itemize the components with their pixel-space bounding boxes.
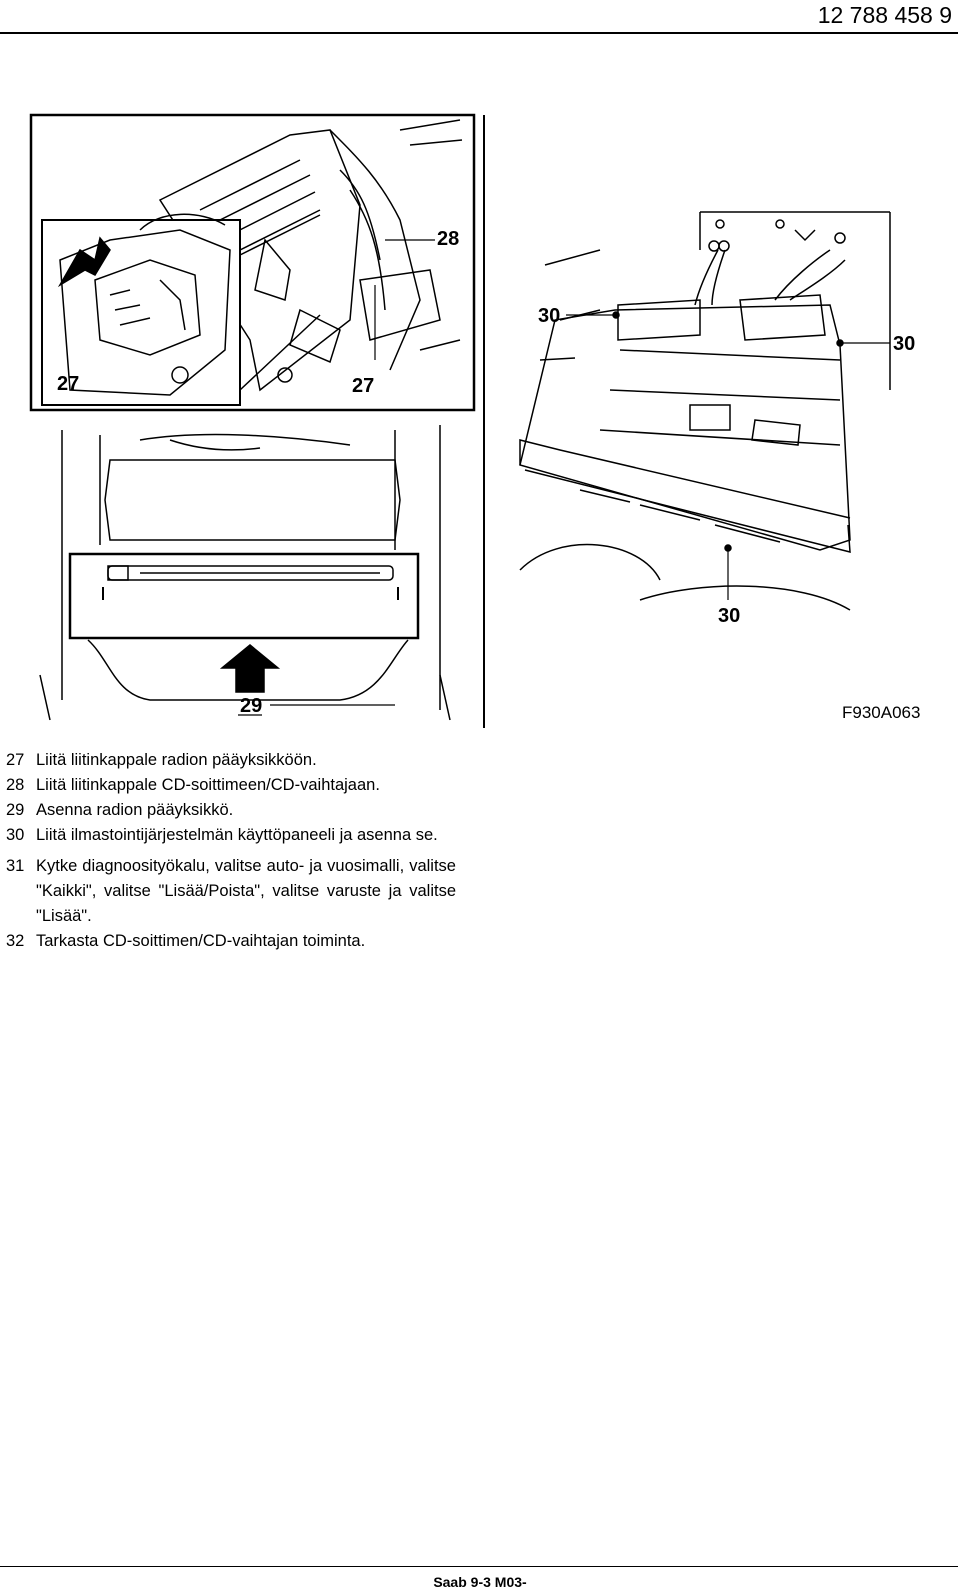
step-32: 32 Tarkasta CD-soittimen/CD-vaihtajan to… [6, 929, 456, 954]
step-number: 32 [6, 932, 25, 950]
callout-27-inset: 27 [57, 373, 79, 395]
step-28: 28 Liitä liitinkappale CD-soittimeen/CD-… [6, 773, 456, 798]
figure-code: F930A063 [842, 703, 920, 722]
step-number: 28 [6, 776, 25, 794]
cd-unit-panel [39, 425, 451, 721]
vehicle-model: Saab 9-3 M03- [433, 1574, 527, 1590]
instruction-steps: 27 Liitä liitinkappale radion pääyksikkö… [6, 748, 456, 954]
step-number: 31 [6, 857, 25, 875]
radio-connector-panel [29, 113, 476, 412]
step-27: 27 Liitä liitinkappale radion pääyksikkö… [6, 748, 456, 773]
climate-panel-illustration [519, 211, 891, 611]
callout-30-bottom: 30 [718, 605, 740, 627]
document-number: 12 788 458 9 [817, 2, 952, 28]
step-31: 31 Kytke diagnoosityökalu, valitse auto-… [6, 854, 456, 929]
callout-30-left: 30 [538, 305, 560, 327]
step-text: Liitä ilmastointijärjestelmän käyttöpane… [36, 826, 438, 844]
callout-28: 28 [437, 228, 459, 250]
step-text: Tarkasta CD-soittimen/CD-vaihtajan toimi… [36, 932, 366, 950]
step-text: Kytke diagnoosityökalu, valitse auto- ja… [36, 857, 456, 925]
step-number: 27 [6, 751, 25, 769]
callout-29: 29 [240, 695, 262, 717]
figure-illustration: 27 27 28 29 30 30 30 F930A063 [29, 113, 920, 728]
page-footer: Saab 9-3 M03- [0, 1566, 960, 1592]
footer-rule [0, 1566, 958, 1567]
step-30: 30 Liitä ilmastointijärjestelmän käyttöp… [6, 823, 456, 848]
step-text: Liitä liitinkappale radion pääyksikköön. [36, 751, 317, 769]
header-rule [0, 32, 958, 34]
callout-27-main: 27 [352, 375, 374, 397]
installation-figure: 27 27 28 29 30 30 30 F930A063 [0, 100, 960, 740]
step-text: Liitä liitinkappale CD-soittimeen/CD-vai… [36, 776, 380, 794]
page-header: 12 788 458 9 [0, 0, 960, 34]
step-text: Asenna radion pääyksikkö. [36, 801, 234, 819]
step-number: 29 [6, 801, 25, 819]
step-number: 30 [6, 826, 25, 844]
callout-30-right: 30 [893, 333, 915, 355]
step-29: 29 Asenna radion pääyksikkö. [6, 798, 456, 823]
